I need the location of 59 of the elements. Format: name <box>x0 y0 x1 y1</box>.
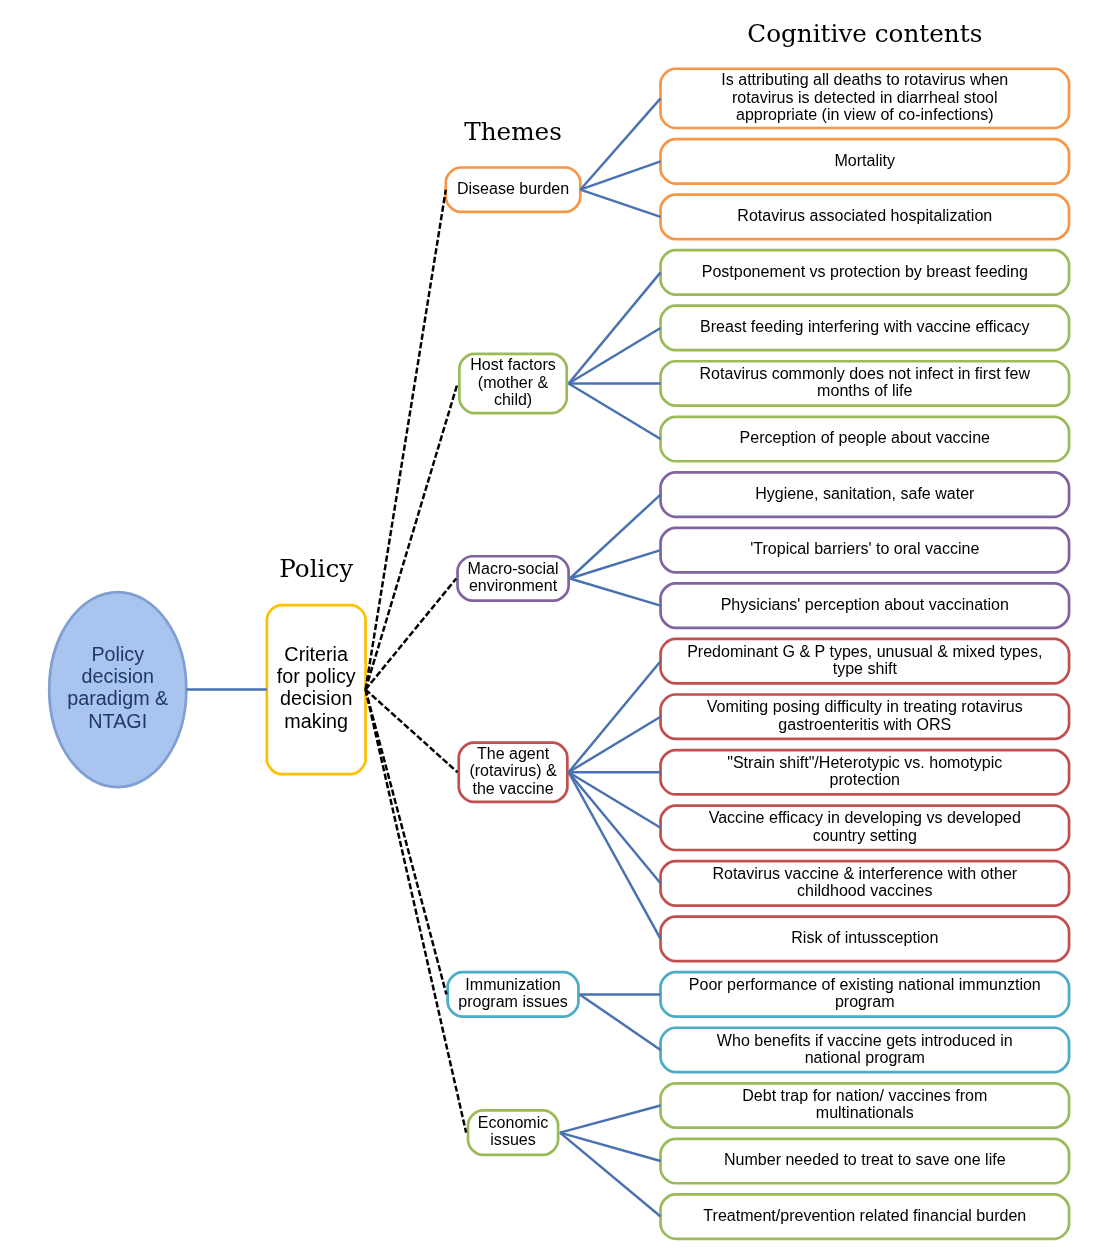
node-box: Host factors (mother & child) <box>458 352 569 415</box>
node-box: Is attributing all deaths to rotavirus when rotavirus is detected in diarrheal stool appropriate (in view of co-infections) <box>659 67 1071 130</box>
connector <box>579 993 662 1051</box>
node-box: Perception of people about vaccine <box>659 415 1071 463</box>
connector <box>364 688 459 774</box>
node-box: 'Tropical barriers' to oral vaccine <box>659 526 1071 574</box>
node-box: Debt trap for nation/ vaccines from multinationals <box>659 1081 1071 1130</box>
node-box: Who benefits if vaccine gets introduced in national program <box>659 1026 1071 1074</box>
node-box: Rotavirus vaccine & interference with other childhood vaccines <box>659 859 1071 907</box>
connector <box>569 493 662 580</box>
node-box: Rotavirus associated hospitalization <box>659 193 1071 241</box>
connector <box>579 97 662 191</box>
connector <box>567 271 662 385</box>
node-box: The agent (rotavirus) & the vaccine <box>457 741 569 804</box>
connector <box>186 688 267 691</box>
connector <box>559 1104 661 1134</box>
connector <box>364 577 458 691</box>
connector <box>569 548 661 580</box>
node-box: Postponement vs protection by breast feeding <box>659 248 1071 296</box>
node-box: Vaccine efficacy in developing vs developed country setting <box>659 804 1071 852</box>
connector <box>364 689 468 1133</box>
connector <box>364 383 459 690</box>
connector <box>559 1131 661 1163</box>
node-ellipse: Policy decision paradigm & NTAGI <box>47 590 188 789</box>
label: Policy <box>279 554 354 584</box>
connector <box>567 326 662 385</box>
node-box: Hygiene, sanitation, safe water <box>659 470 1071 519</box>
connector <box>569 577 661 607</box>
connector <box>567 382 662 441</box>
node-box: Breast feeding interfering with vaccine efficacy <box>659 304 1071 352</box>
node-box: Economic issues <box>466 1109 560 1157</box>
connector <box>364 189 447 690</box>
node-box: Immunization program issues <box>446 970 580 1018</box>
node-box: Criteria for policy decision making <box>265 603 367 776</box>
node-box: Poor performance of existing national immunztion program <box>659 970 1071 1018</box>
connector <box>579 993 661 996</box>
label: Themes <box>464 117 562 147</box>
connector <box>559 1131 662 1218</box>
node-box: Mortality <box>659 137 1071 185</box>
node-box: Vomiting posing difficulty in treating rotavirus gastroenteritis with ORS <box>659 693 1071 741</box>
label: Cognitive contents <box>747 18 983 48</box>
node-box: Predominant G & P types, unusual & mixed types, type shift <box>659 637 1071 685</box>
connector <box>568 382 661 385</box>
node-box: Number needed to treat to save one life <box>659 1137 1071 1185</box>
node-box: Physicians' perception about vaccination <box>659 582 1071 630</box>
node-box: Treatment/prevention related financial burden <box>659 1193 1071 1241</box>
connector <box>567 771 662 940</box>
connector <box>364 689 448 995</box>
connector <box>579 160 661 191</box>
connector <box>579 188 661 219</box>
node-box: Disease burden <box>444 166 582 214</box>
connector <box>567 771 662 885</box>
node-box: Risk of intussception <box>659 915 1071 963</box>
connector <box>567 715 662 774</box>
node-box: Rotavirus commonly does not infect in first few months of life <box>659 359 1071 408</box>
node-box: "Strain shift"/Heterotypic vs. homotypic protection <box>659 748 1071 796</box>
connector <box>567 660 662 774</box>
node-box: Macro-social environment <box>456 554 570 603</box>
connector <box>568 771 661 774</box>
